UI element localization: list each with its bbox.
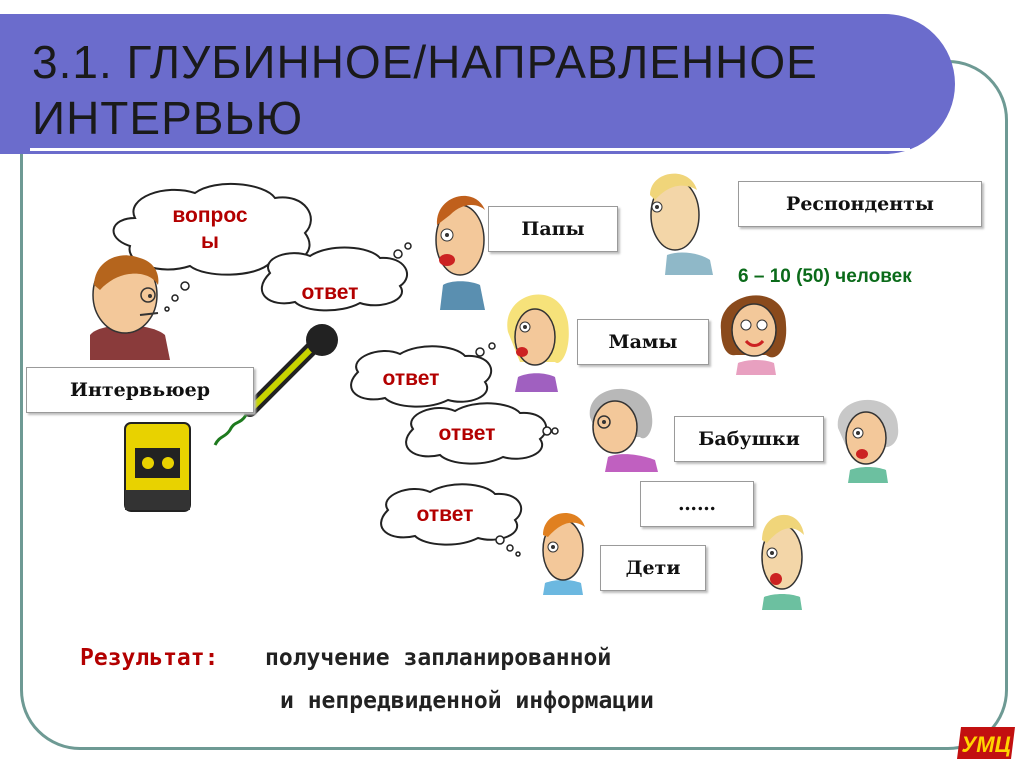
answer-text-3: ответ [438, 422, 496, 445]
mom-figure-1 [507, 294, 569, 392]
answer-text-1: ответ [301, 281, 359, 304]
answer-text-2: ответ [382, 367, 440, 390]
question-bubble [112, 182, 312, 312]
question-text-line1: вопрос [172, 204, 248, 227]
answer-bubble-2 [350, 342, 496, 408]
slide-title-line1: 3.1. ГЛУБИННОЕ/НАПРАВЛЕННОЕ [32, 36, 818, 88]
child-figure-2 [761, 514, 804, 610]
result-label: Результат: [80, 645, 219, 671]
mom-figure-2 [720, 295, 787, 375]
dad-figure-2 [650, 173, 713, 275]
grandma-figure-1 [589, 388, 658, 472]
respondents-label: Респонденты [738, 181, 982, 227]
child-figure-1 [542, 513, 585, 595]
title-bar: 3.1. ГЛУБИННОЕ/НАПРАВЛЕННОЕ ИНТЕРВЬЮ [0, 14, 955, 154]
interviewer-label: Интервьюер [26, 367, 254, 413]
slide-title: 3.1. ГЛУБИННОЕ/НАПРАВЛЕННОЕ ИНТЕРВЬЮ [32, 34, 818, 146]
grandmas-label: Бабушки [674, 416, 824, 462]
respondent-count: 6 – 10 (50) человек [738, 266, 912, 287]
ellipsis-label: …… [640, 481, 754, 527]
answer-text-4: ответ [416, 503, 474, 526]
title-underline [30, 148, 910, 151]
slide-title-line2: ИНТЕРВЬЮ [32, 92, 304, 144]
result-line1: получение запланированной [265, 645, 612, 671]
answer-bubble-1 [261, 242, 412, 312]
result-line2: и непредвиденной информации [280, 688, 654, 714]
umc-logo-text: УМЦ [961, 732, 1010, 757]
interviewer-figure [90, 255, 170, 360]
moms-label: Мамы [577, 319, 709, 365]
microphone-icon [213, 324, 338, 446]
question-text: вопрос ы [145, 203, 275, 255]
tape-recorder-icon [124, 422, 191, 512]
question-text-line2: ы [201, 230, 219, 253]
dad-figure-1 [435, 195, 485, 310]
answer-bubble-4 [380, 483, 522, 557]
dads-label: Папы [488, 206, 618, 252]
grandma-figure-2 [837, 399, 899, 483]
answer-bubble-3 [405, 402, 559, 465]
umc-logo: УМЦ [957, 727, 1015, 759]
children-label: Дети [600, 545, 706, 591]
